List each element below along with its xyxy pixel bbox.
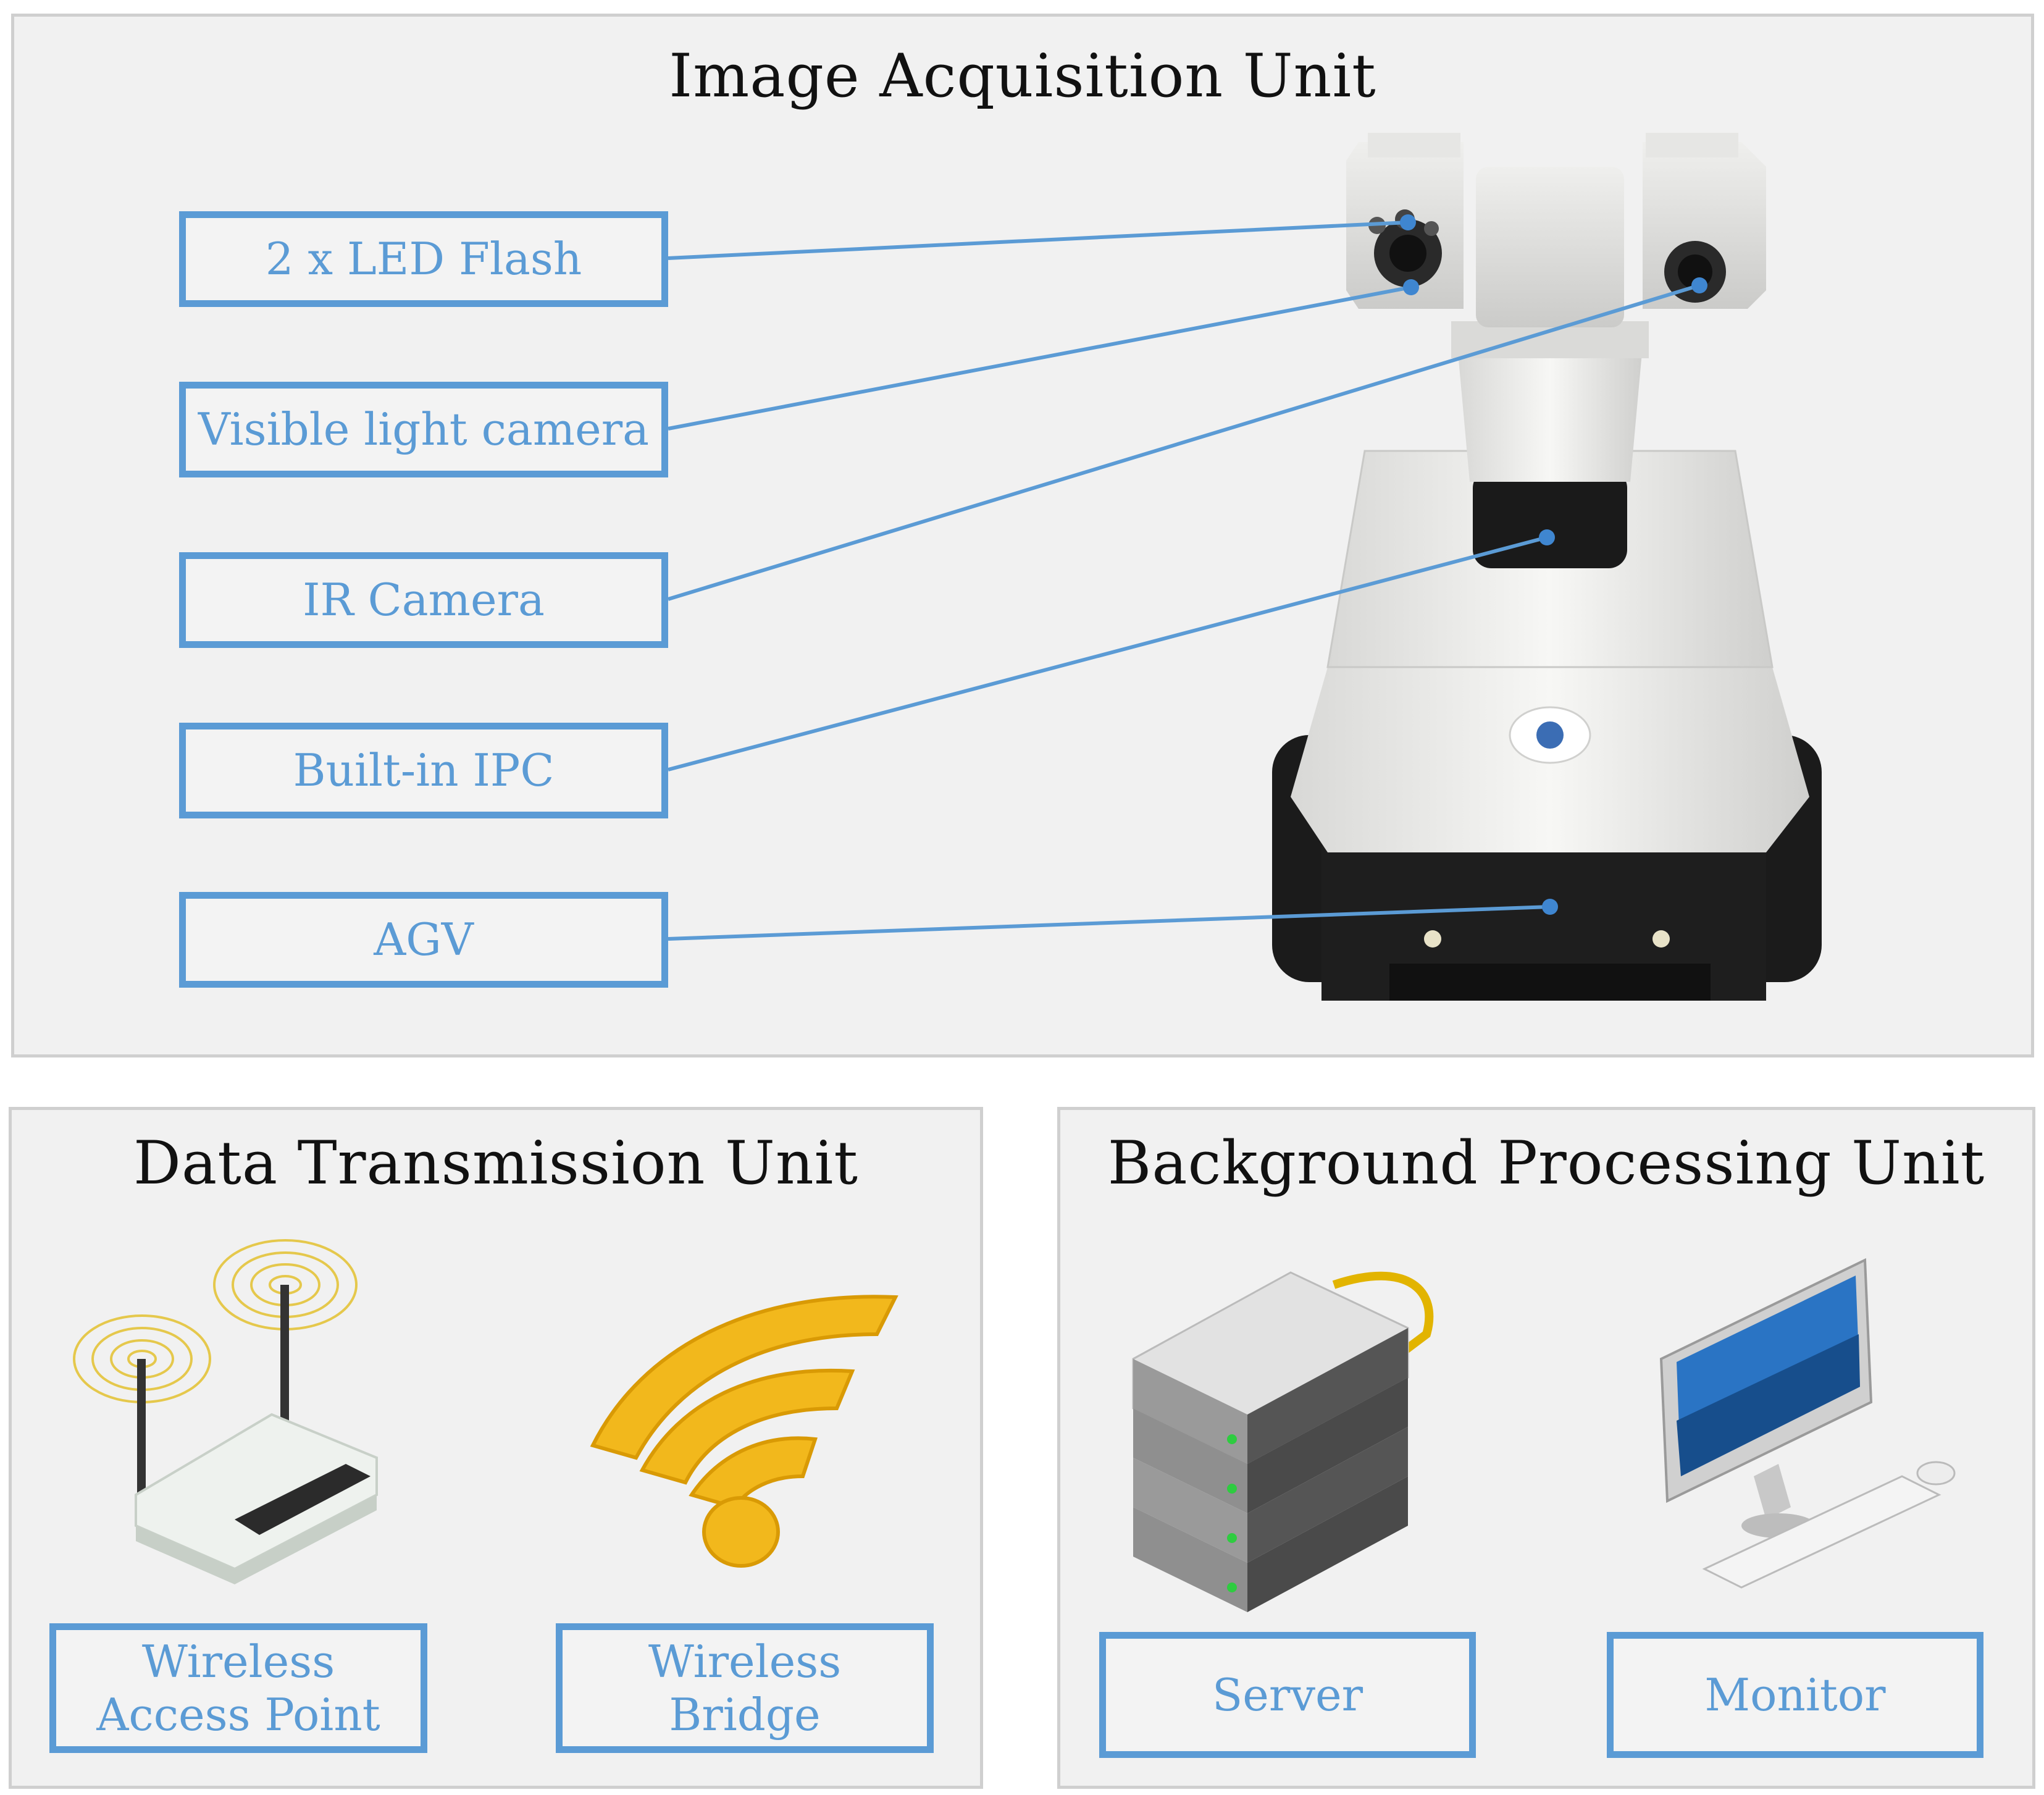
image-acquisition-title: Image Acquisition Unit [669, 41, 1376, 111]
data-transmission-title: Data Transmission Unit [133, 1129, 858, 1198]
label-wireless-bridge: Wireless Bridge [556, 1623, 934, 1753]
agv-bumper [1389, 964, 1711, 1001]
connector-built-in-ipc [668, 536, 1548, 771]
label-visible-light-camera: Visible light camera [179, 382, 668, 477]
label-ir-camera: IR Camera [179, 552, 668, 648]
robot-neck [1457, 346, 1643, 482]
connector-ir-camera [668, 284, 1700, 601]
label-built-in-ipc: Built-in IPC [179, 723, 668, 818]
ipc-ring [1473, 469, 1627, 568]
connector-led-flash [668, 221, 1409, 260]
label-monitor: Monitor [1607, 1632, 1983, 1758]
label-server: Server [1099, 1632, 1476, 1758]
label-agv: AGV [179, 892, 668, 988]
background-processing-title: Background Processing Unit [1107, 1129, 1985, 1198]
connector-visible-camera [668, 285, 1412, 431]
pan-tilt-head [1476, 167, 1624, 327]
connector-agv [668, 905, 1551, 941]
label-led-flash: 2 x LED Flash [179, 211, 668, 307]
label-wireless-access-point: Wireless Access Point [49, 1623, 427, 1753]
